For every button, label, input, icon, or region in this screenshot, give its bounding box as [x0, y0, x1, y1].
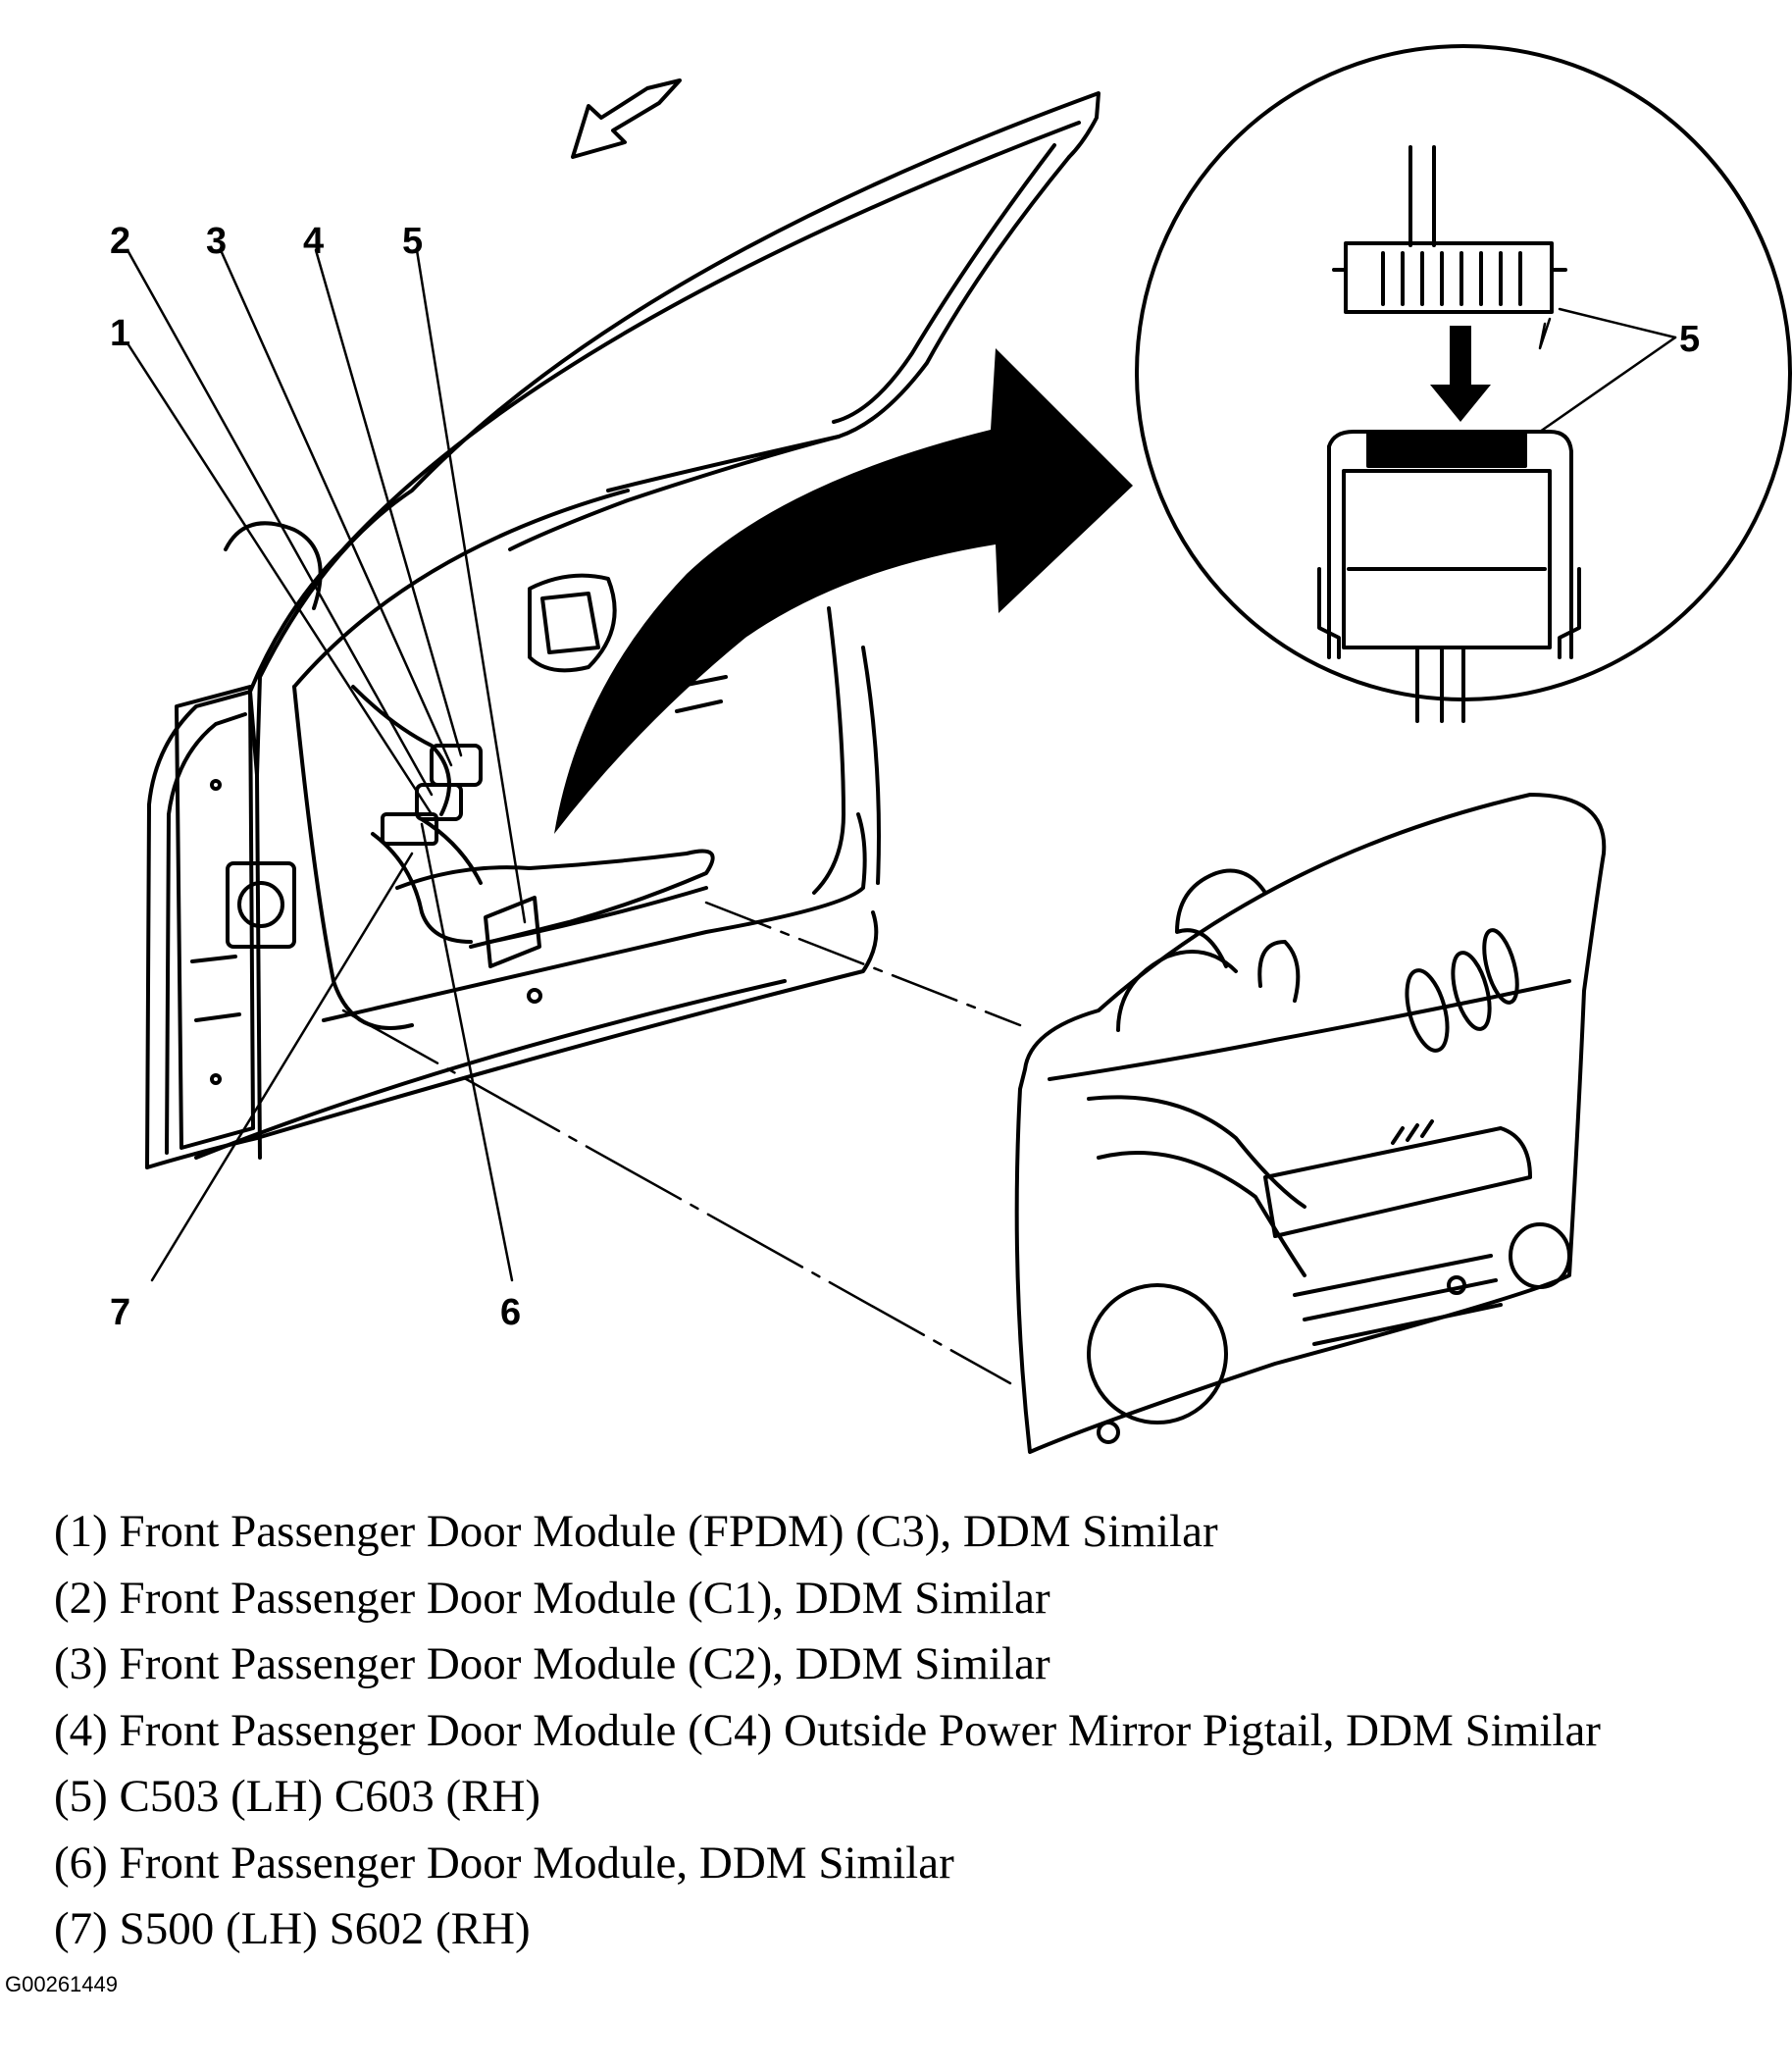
door-frame	[145, 91, 1101, 1169]
front-direction-arrow	[571, 78, 682, 159]
callout-7: 7	[110, 1292, 130, 1333]
detail-curved-arrow	[554, 348, 1133, 834]
callout-6: 6	[500, 1292, 521, 1333]
alignment-lines	[341, 901, 1022, 1385]
callout-3: 3	[206, 221, 227, 262]
callout-1: 1	[110, 313, 130, 354]
callout-5-detail: 5	[1679, 319, 1700, 360]
hinge-pillar	[175, 685, 296, 1150]
wiring-harness	[351, 685, 541, 968]
connector-insert-arrow	[1430, 326, 1491, 422]
callout-5: 5	[402, 221, 423, 262]
door-trim-panel	[1014, 793, 1607, 1454]
legend-item-3: (3) Front Passenger Door Module (C2), DD…	[54, 1638, 1050, 1689]
component-legend: (1) Front Passenger Door Module (FPDM) (…	[54, 1499, 1761, 1963]
legend-item-4: (4) Front Passenger Door Module (C4) Out…	[54, 1704, 1601, 1756]
connector-detail-view	[1135, 44, 1792, 723]
legend-item-6: (6) Front Passenger Door Module, DDM Sim…	[54, 1837, 954, 1889]
legend-item-1: (1) Front Passenger Door Module (FPDM) (…	[54, 1506, 1218, 1557]
legend-item-7: (7) S500 (LH) S602 (RH)	[54, 1903, 531, 1954]
inner-door-structure	[292, 573, 881, 1030]
legend-item-5: (5) C503 (LH) C603 (RH)	[54, 1771, 541, 1822]
legend-item-2: (2) Front Passenger Door Module (C1), DD…	[54, 1572, 1050, 1624]
callout-4: 4	[303, 221, 324, 262]
callout-2: 2	[110, 221, 130, 262]
figure-id: G00261449	[5, 1972, 118, 1996]
callout-leader-lines	[126, 248, 1677, 1282]
